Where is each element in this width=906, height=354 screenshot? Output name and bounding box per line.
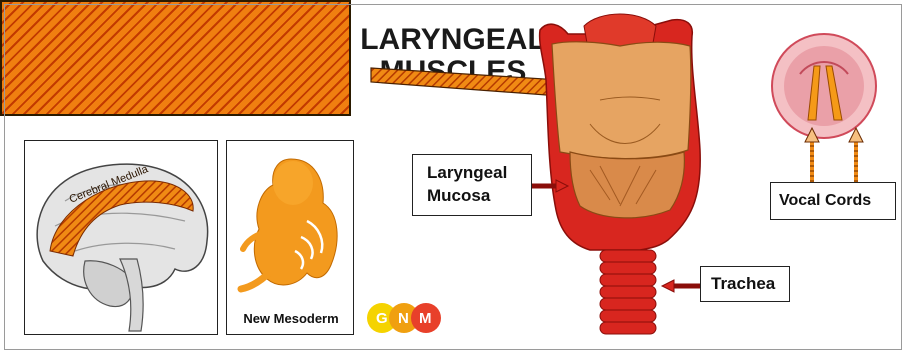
title-text: LARYNGEAL MUSCLES [0,24,906,88]
brain-illustration: Cerebral Medulla [25,141,219,336]
laryngeal-mucosa-label-line-1: Laryngeal [427,163,507,183]
laryngeal-mucosa-label-line-2: Mucosa [427,186,490,206]
title-line-1: LARYNGEAL [0,24,906,56]
brain-panel: Cerebral Medulla [24,140,218,335]
logo-letter-m: M [419,310,432,327]
logo-letter-g: G [376,310,388,327]
vocal-cords-label: Vocal Cords [779,192,871,210]
logo-letter-n: N [398,310,409,327]
title-line-2: MUSCLES [0,56,906,88]
embryo-leg [241,271,271,289]
embryo-panel: New Mesoderm [226,140,354,335]
laryngeal-mucosa-box: Laryngeal Mucosa [412,154,532,216]
new-mesoderm-label: New Mesoderm [227,311,355,326]
vocal-cords-box: Vocal Cords [770,182,896,220]
embryo-illustration [227,141,355,336]
embryo-head [273,161,313,205]
trachea-label: Trachea [711,274,775,294]
trachea-box: Trachea [700,266,790,302]
